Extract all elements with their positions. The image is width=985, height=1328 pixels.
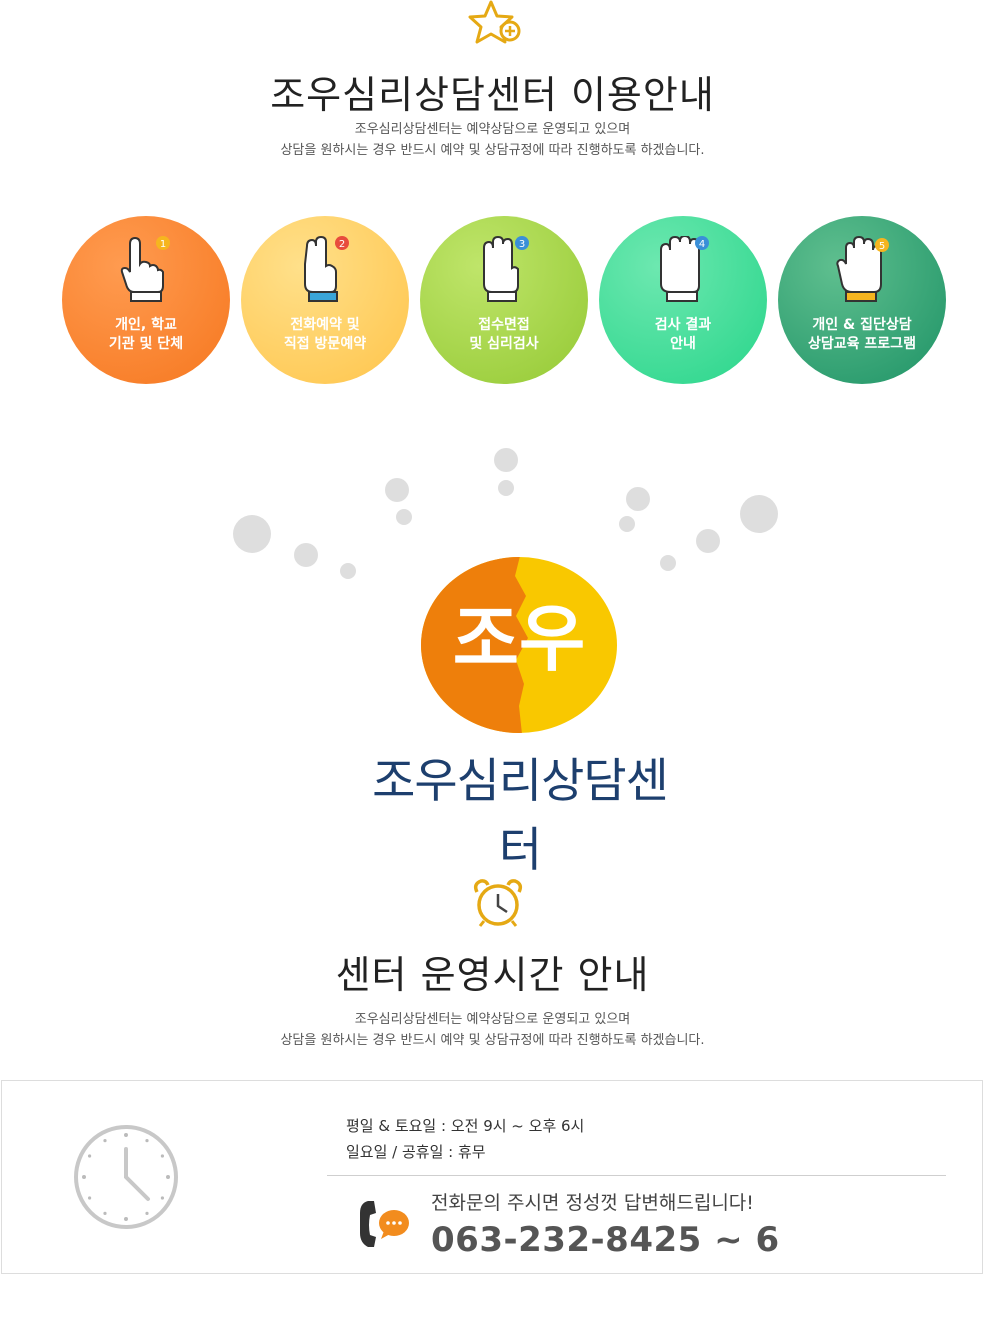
guide-desc-line2: 상담을 원하시는 경우 반드시 예약 및 상담규정에 따라 진행하도록 하겠습니… xyxy=(280,143,705,158)
guide-desc-line1: 조우심리상담센터는 예약상담으로 운영되고 있으며 xyxy=(354,122,631,137)
step-number: 3 xyxy=(519,239,525,250)
hours-description: 조우심리상담센터는 예약상담으로 운영되고 있으며 상담을 원하시는 경우 반드… xyxy=(0,1009,985,1051)
hours-desc-line2: 상담을 원하시는 경우 반드시 예약 및 상담규정에 따라 진행하도록 하겠습니… xyxy=(280,1033,705,1048)
logo-name: 조우심리상담센터 xyxy=(372,754,669,878)
hours-schedule: 평일 & 토요일 : 오전 9시 ~ 오후 6시 일요일 / 공휴일 : 휴무 xyxy=(346,1113,584,1165)
step-number: 5 xyxy=(879,241,885,252)
open-hand-icon: 5 xyxy=(836,236,889,302)
two-fingers-hand-icon: 2 xyxy=(304,236,349,302)
star-plus-icon xyxy=(466,0,524,48)
center-logo: 조우 조우심리상담센터 xyxy=(360,556,680,878)
guide-title: 조우심리상담센터 이용안내 xyxy=(270,73,715,117)
phone-number[interactable]: 063-232-8425 ~ 6 xyxy=(431,1220,780,1260)
hours-title: 센터 운영시간 안내 xyxy=(335,953,650,997)
decorative-bubbles xyxy=(233,448,778,579)
logo-face-icon: 조우 xyxy=(421,557,617,733)
step-number: 4 xyxy=(699,239,705,250)
hours-info-box xyxy=(1,1080,983,1274)
step-number: 1 xyxy=(160,239,166,250)
wall-clock-icon xyxy=(72,1123,180,1231)
four-fingers-hand-icon: 4 xyxy=(660,236,709,302)
alarm-clock-icon xyxy=(470,878,526,928)
pointing-hand-icon: 1 xyxy=(120,236,170,302)
holiday-hours: 일요일 / 공휴일 : 휴무 xyxy=(346,1143,486,1161)
weekday-hours: 평일 & 토요일 : 오전 9시 ~ 오후 6시 xyxy=(346,1117,585,1135)
hours-divider xyxy=(327,1175,946,1176)
three-fingers-hand-icon: 3 xyxy=(483,236,529,302)
logo-mark-text: 조우 xyxy=(453,597,585,681)
guide-description: 조우심리상담센터는 예약상담으로 운영되고 있으며 상담을 원하시는 경우 반드… xyxy=(0,119,985,161)
hours-desc-line1: 조우심리상담센터는 예약상담으로 운영되고 있으며 xyxy=(354,1012,631,1027)
phone-chat-icon xyxy=(356,1197,412,1251)
step-number: 2 xyxy=(339,239,345,250)
call-message: 전화문의 주시면 정성껏 답변해드립니다! xyxy=(431,1192,754,1214)
